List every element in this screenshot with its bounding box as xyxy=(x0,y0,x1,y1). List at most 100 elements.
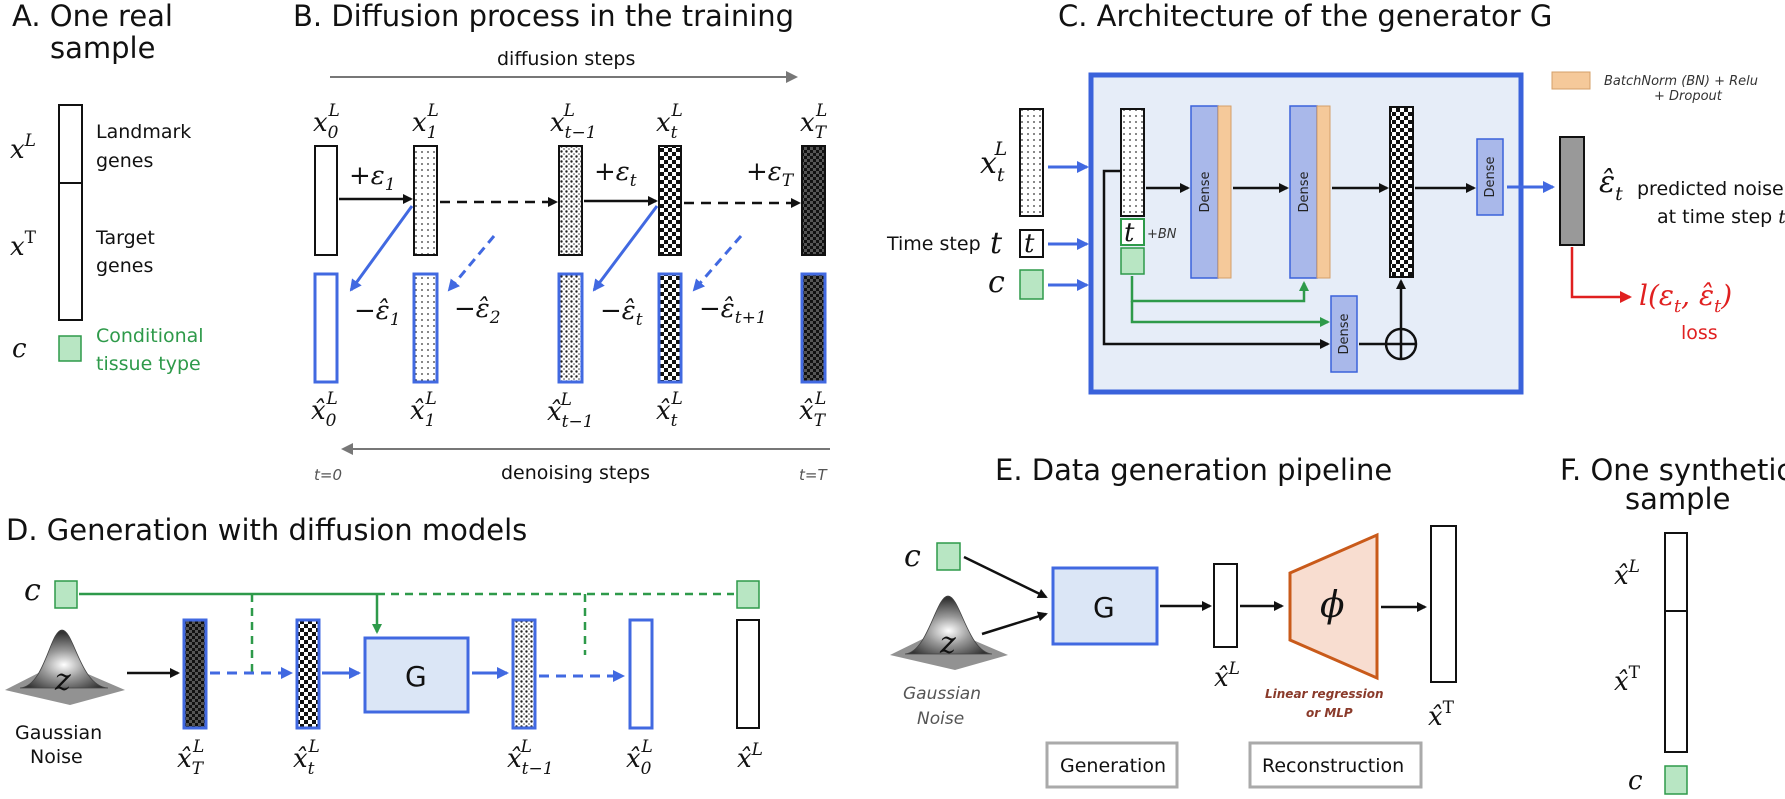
hxtm1-label: x̂t−1L xyxy=(547,390,594,432)
concat-t: t xyxy=(1124,218,1135,248)
time-step-box-t: t xyxy=(1024,229,1035,259)
neg-epst1-label: −ε̂t+1 xyxy=(699,294,767,328)
d-hxT-bar xyxy=(182,618,208,730)
e-noise-arrow xyxy=(981,611,1048,636)
panel-c: C. Architecture of the generator G Batch… xyxy=(886,0,1785,395)
d-hxL-label: x̂L xyxy=(737,740,763,774)
d-c-label: c xyxy=(24,573,41,608)
hxT-label: x̂TL xyxy=(799,389,827,431)
loss-formula: l(εt, ε̂t) xyxy=(1639,279,1732,317)
e-G-label: G xyxy=(1093,591,1115,624)
panel-e: E. Data generation pipeline c z Gaussian… xyxy=(890,453,1457,789)
landmark-line1: Landmark xyxy=(96,121,191,143)
d-G-label: G xyxy=(405,660,427,693)
x1-bar xyxy=(413,145,438,256)
reverse-arrow-dashed-1 xyxy=(447,235,496,292)
loss-label: loss xyxy=(1681,322,1718,344)
reverse-arrow-dashed-2 xyxy=(692,235,743,292)
hx0-bar xyxy=(313,272,339,384)
dense-label-2: Dense xyxy=(1297,171,1312,212)
xT-bar xyxy=(801,145,826,256)
d-cond-box-final xyxy=(736,580,760,609)
conditional-line1: Conditional xyxy=(96,325,204,347)
hxtm1-bar xyxy=(557,272,584,384)
hx0-label: x̂0L xyxy=(311,389,338,431)
skip-connection xyxy=(1102,169,1330,349)
e-c-arrow xyxy=(963,555,1048,599)
green-path-2 xyxy=(1130,301,1330,327)
x0-label: x0L xyxy=(313,101,340,143)
e-phi-label: ϕ xyxy=(1320,585,1345,626)
time-step-label: Time step xyxy=(886,233,981,255)
d-hxt-label: x̂tL xyxy=(293,737,320,779)
tissue-type-box xyxy=(58,335,82,362)
predicted-noise-bar xyxy=(1559,136,1585,246)
bn-legend-line1: BatchNorm (BN) + Relu xyxy=(1604,74,1758,89)
hxt-label: x̂tL xyxy=(656,389,683,431)
e-reconstruction-trapezoid xyxy=(1288,532,1379,681)
panel-a-title-line2: sample xyxy=(50,31,155,65)
generation-label: Generation xyxy=(1060,755,1166,777)
dense-block-3 xyxy=(1330,295,1358,373)
xtm1-label: xt−1L xyxy=(550,101,597,143)
d-gaussian-noise xyxy=(5,629,125,705)
concat-xt-bar xyxy=(1120,108,1145,217)
dense-label-4: Dense xyxy=(1483,156,1498,197)
d-generator-box xyxy=(363,636,470,714)
e-generator-box xyxy=(1051,566,1159,646)
target-line2: genes xyxy=(96,255,153,277)
e-cond-box xyxy=(936,542,961,571)
d-cond-box xyxy=(54,580,78,609)
panel-b: B. Diffusion process in the training dif… xyxy=(293,0,830,484)
panel-f: F. One synthetic sample x̂L x̂T c xyxy=(1560,453,1785,796)
epsT-label: +εT xyxy=(746,157,795,191)
diffusion-steps-label: diffusion steps xyxy=(497,48,635,70)
xt-label: xtL xyxy=(656,101,683,143)
f-hxL-label: x̂L xyxy=(1614,557,1640,591)
epst-label: +εt xyxy=(594,157,637,191)
reverse-arrow-1 xyxy=(349,205,414,292)
hx1-label: x̂1L xyxy=(410,389,437,431)
e-reg-line1: Linear regression xyxy=(1265,687,1384,701)
xT-label: xT xyxy=(10,228,37,262)
d-hxtm1-bar xyxy=(511,618,537,730)
dense-label-1: Dense xyxy=(1198,171,1213,212)
d-gauss-line1: Gaussian xyxy=(15,722,102,744)
e-reg-line2: or MLP xyxy=(1306,706,1353,720)
panel-f-title-line2: sample xyxy=(1625,482,1730,516)
c-xt-label: xtL xyxy=(980,138,1007,186)
loss-arrow xyxy=(1570,247,1632,303)
f-c-label: c xyxy=(1628,766,1643,796)
synthetic-sample-bar xyxy=(1664,532,1688,753)
hxT-bar xyxy=(800,272,827,384)
real-sample-bar xyxy=(58,104,83,321)
reverse-arrow-2 xyxy=(592,205,659,292)
denoising-steps-label: denoising steps xyxy=(501,462,650,484)
reconstruction-label: Reconstruction xyxy=(1262,755,1404,777)
t0-label: t=0 xyxy=(314,466,342,484)
panel-d: D. Generation with diffusion models c z … xyxy=(5,513,763,779)
conditional-line2: tissue type xyxy=(96,353,201,375)
panel-e-title: E. Data generation pipeline xyxy=(995,453,1392,487)
reconstruction-box xyxy=(1248,741,1423,789)
bn-block-2 xyxy=(1316,105,1331,279)
time-step-t: t xyxy=(990,226,1003,261)
d-hx0-label: x̂0L xyxy=(626,737,653,779)
f-hxT-label: x̂T xyxy=(1614,663,1641,697)
dense-block-4 xyxy=(1476,138,1504,216)
landmark-line2: genes xyxy=(96,150,153,172)
green-path-1 xyxy=(1130,276,1309,303)
xt-bar xyxy=(658,145,682,256)
x1-label: x1L xyxy=(412,101,439,143)
hidden-output-bar xyxy=(1389,106,1414,278)
hx1-bar xyxy=(412,272,439,384)
d-gauss-line2: Noise xyxy=(30,746,83,768)
xL-label: xL xyxy=(10,131,36,165)
e-z-label: z xyxy=(939,626,956,661)
generation-box xyxy=(1045,741,1179,789)
neg-epst-label: −ε̂t xyxy=(600,296,643,330)
e-hxT-label: x̂T xyxy=(1428,698,1455,732)
d-hxT-label: x̂TL xyxy=(177,737,205,779)
